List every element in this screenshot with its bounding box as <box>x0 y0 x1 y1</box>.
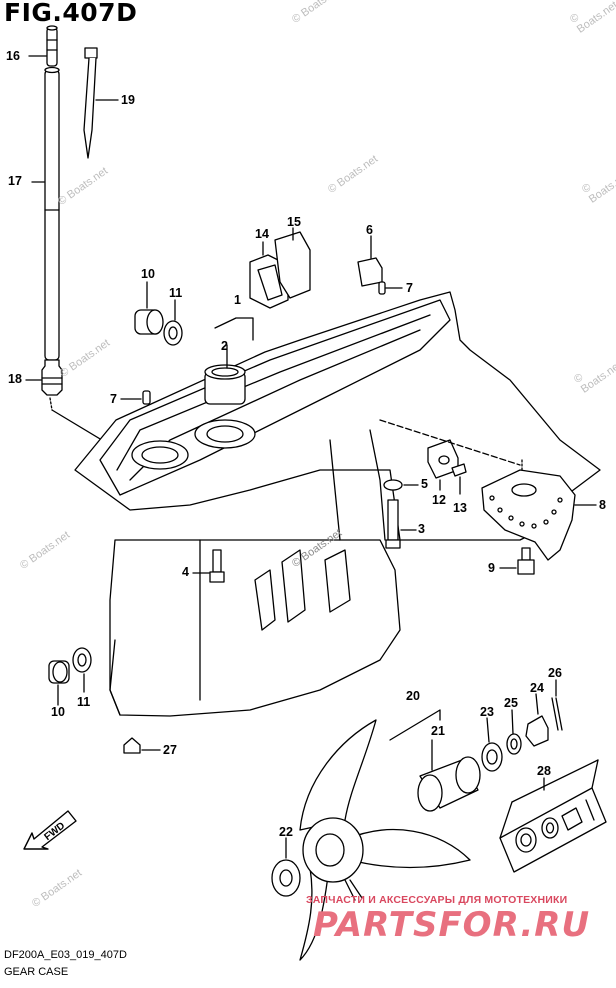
leader-1 <box>214 317 254 341</box>
part-15-plate <box>274 231 311 299</box>
part-5-washer <box>383 479 403 491</box>
callout-22: 22 <box>279 825 293 839</box>
callout-27: 27 <box>163 743 177 757</box>
leader-24 <box>535 693 539 715</box>
callout-14: 14 <box>255 227 269 241</box>
callout-26: 26 <box>548 666 562 680</box>
callout-10-top: 10 <box>141 267 155 281</box>
diagram-code: DF200A_E03_019_407D <box>4 949 127 961</box>
callout-5: 5 <box>421 477 428 491</box>
callout-1: 1 <box>234 293 241 307</box>
part-4-bolt <box>209 549 225 583</box>
brand-logo-text: PARTSFOR.RU <box>313 906 590 942</box>
callout-19: 19 <box>121 93 135 107</box>
part-25-washer <box>506 733 522 755</box>
callout-12: 12 <box>432 493 446 507</box>
callout-7-left: 7 <box>110 392 117 406</box>
part-9-bolt <box>517 547 535 575</box>
part-11-washer-top <box>163 320 183 346</box>
callout-20: 20 <box>406 689 420 703</box>
part-23-washer <box>481 742 503 772</box>
leader-20 <box>389 709 441 741</box>
part-8-trim-tab <box>481 469 576 561</box>
propeller <box>299 719 471 961</box>
callout-24: 24 <box>530 681 544 695</box>
forward-arrow-icon: FWD <box>23 810 77 850</box>
part-18-adapter <box>41 359 63 396</box>
callout-3: 3 <box>418 522 425 536</box>
diagram-caption: GEAR CASE <box>4 966 69 978</box>
callout-4: 4 <box>182 565 189 579</box>
part-2-bearing <box>204 364 246 405</box>
gear-case-housing <box>74 291 601 717</box>
part-17-water-tube <box>44 66 60 361</box>
callout-15: 15 <box>287 215 301 229</box>
leader-25 <box>511 709 514 735</box>
callout-9: 9 <box>488 561 495 575</box>
part-10-plug-lower <box>48 660 70 684</box>
part-10-plug-top <box>134 309 164 335</box>
callout-7-right: 7 <box>406 281 413 295</box>
brand-tagline: ЗАПЧАСТИ И АКСЕССУАРЫ ДЛЯ МОТОТЕХНИКИ <box>306 894 568 906</box>
part-7-pin-top <box>378 281 386 295</box>
figure-title: FIG.407D <box>4 0 138 27</box>
callout-16: 16 <box>6 49 20 63</box>
callout-17: 17 <box>8 174 22 188</box>
callout-11-lower: 11 <box>77 695 91 709</box>
callout-8: 8 <box>599 498 606 512</box>
part-22-thrust-washer <box>271 859 301 897</box>
part-3-bolt <box>385 499 401 549</box>
part-11-washer-lower <box>72 647 92 673</box>
part-7-pin <box>142 390 151 405</box>
part-13-bolt <box>451 463 467 477</box>
part-26-cotter-pin <box>551 697 563 731</box>
part-28-kit <box>499 759 607 873</box>
part-16-grommet <box>46 25 58 67</box>
part-6-cap <box>357 257 383 287</box>
callout-11-top: 11 <box>169 286 183 300</box>
callout-6: 6 <box>366 223 373 237</box>
callout-13: 13 <box>453 501 467 515</box>
callout-10-lower: 10 <box>51 705 65 719</box>
part-21-sleeve <box>417 756 481 812</box>
part-19-strap <box>83 47 98 159</box>
callout-23: 23 <box>480 705 494 719</box>
callout-2: 2 <box>221 339 228 353</box>
part-27-nut <box>123 737 141 754</box>
leader-8-dash <box>379 419 521 466</box>
callout-18: 18 <box>8 372 22 386</box>
leader-23 <box>486 717 490 743</box>
part-24-nut <box>525 715 549 747</box>
callout-28: 28 <box>537 764 551 778</box>
callout-25: 25 <box>504 696 518 710</box>
callout-21: 21 <box>431 724 445 738</box>
brand-logo: PARTSFOR.RU <box>313 906 590 942</box>
